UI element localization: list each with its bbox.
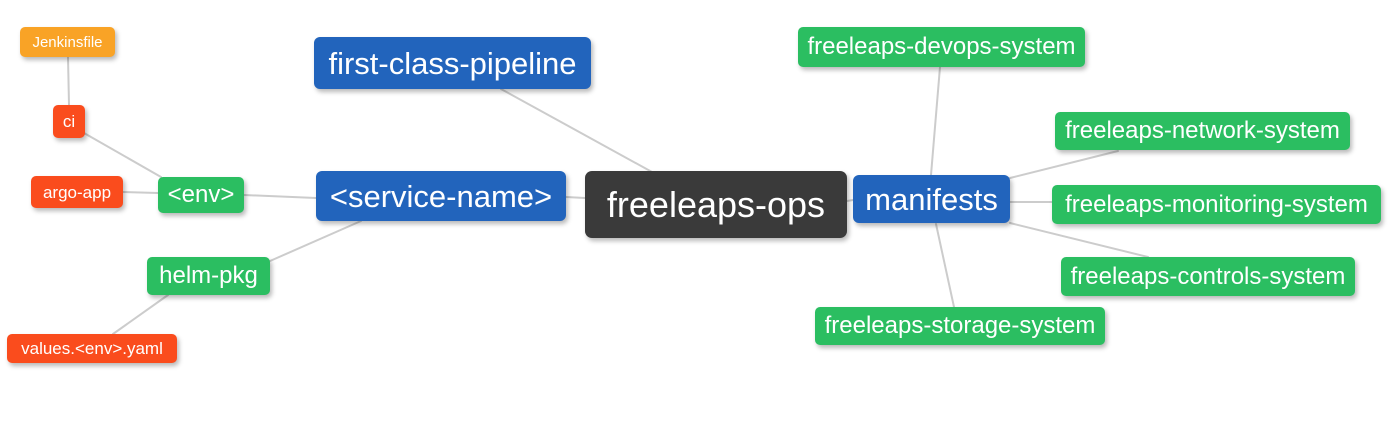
node-ci[interactable]: ci bbox=[53, 105, 85, 138]
edge-env-to-service-name bbox=[243, 194, 317, 199]
node-service-name[interactable]: <service-name> bbox=[316, 171, 566, 221]
node-freeleaps-monitoring-system[interactable]: freeleaps-monitoring-system bbox=[1052, 185, 1381, 224]
node-freeleaps-ops-label: freeleaps-ops bbox=[606, 183, 826, 225]
node-manifests-label: manifests bbox=[865, 181, 998, 217]
edge-manifests-to-freeleaps-devops-system bbox=[930, 66, 941, 176]
edge-service-name-to-freeleaps-ops bbox=[565, 196, 586, 199]
node-values-env-yaml-label: values.<env>.yaml bbox=[21, 339, 163, 358]
edge-manifests-to-freeleaps-storage-system bbox=[935, 223, 955, 308]
node-helm-pkg-label: helm-pkg bbox=[159, 262, 258, 289]
node-freeleaps-storage-system-label: freeleaps-storage-system bbox=[824, 312, 1096, 339]
node-freeleaps-ops-root[interactable]: freeleaps-ops bbox=[585, 171, 847, 238]
edge-first-class-pipeline-to-freeleaps-ops bbox=[500, 88, 653, 173]
node-freeleaps-network-system[interactable]: freeleaps-network-system bbox=[1055, 112, 1350, 150]
node-freeleaps-controls-system[interactable]: freeleaps-controls-system bbox=[1061, 257, 1355, 296]
node-manifests[interactable]: manifests bbox=[853, 175, 1010, 223]
node-freeleaps-monitoring-system-label: freeleaps-monitoring-system bbox=[1065, 190, 1368, 218]
node-jenkinsfile-label: Jenkinsfile bbox=[32, 33, 103, 51]
node-first-class-pipeline-label: first-class-pipeline bbox=[328, 45, 577, 81]
edge-service-name-to-helm-pkg bbox=[269, 220, 362, 262]
node-values-env-yaml[interactable]: values.<env>.yaml bbox=[7, 334, 177, 363]
node-env-label: <env> bbox=[167, 181, 235, 208]
edge-ci-to-env bbox=[83, 132, 162, 178]
edge-helm-pkg-to-values-env-yaml bbox=[112, 294, 169, 335]
edge-manifests-to-freeleaps-controls-system bbox=[1009, 222, 1149, 258]
node-first-class-pipeline[interactable]: first-class-pipeline bbox=[314, 37, 591, 89]
edge-argo-app-to-env bbox=[122, 191, 159, 194]
edge-manifests-to-freeleaps-network-system bbox=[1009, 150, 1119, 179]
edge-jenkinsfile-to-ci bbox=[67, 56, 70, 106]
node-helm-pkg[interactable]: helm-pkg bbox=[147, 257, 270, 295]
node-freeleaps-devops-system[interactable]: freeleaps-devops-system bbox=[798, 27, 1085, 67]
node-freeleaps-storage-system[interactable]: freeleaps-storage-system bbox=[815, 307, 1105, 345]
node-freeleaps-network-system-label: freeleaps-network-system bbox=[1065, 117, 1340, 144]
node-freeleaps-devops-system-label: freeleaps-devops-system bbox=[807, 33, 1076, 60]
node-ci-label: ci bbox=[62, 112, 76, 131]
node-service-name-label: <service-name> bbox=[329, 178, 553, 214]
node-freeleaps-controls-system-label: freeleaps-controls-system bbox=[1070, 262, 1346, 290]
node-env[interactable]: <env> bbox=[158, 177, 244, 213]
node-jenkinsfile[interactable]: Jenkinsfile bbox=[20, 27, 115, 57]
node-argo-app[interactable]: argo-app bbox=[31, 176, 123, 208]
node-argo-app-label: argo-app bbox=[42, 182, 112, 202]
